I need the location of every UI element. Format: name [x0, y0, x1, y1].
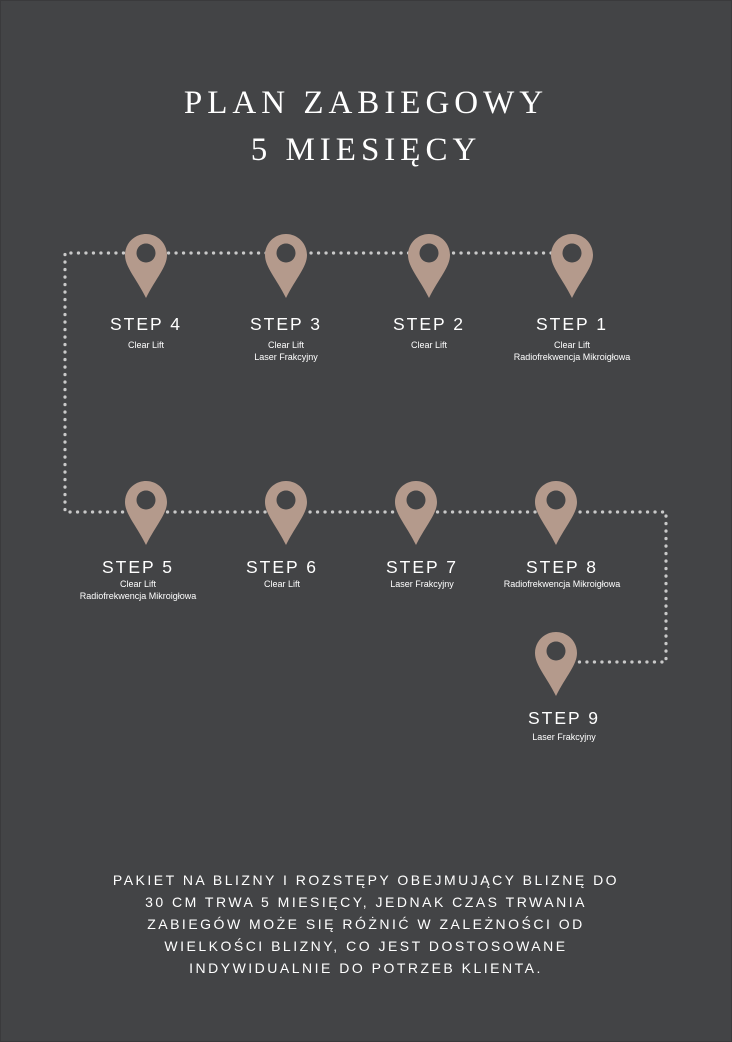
footer-line: WIELKOŚCI BLIZNY, CO JEST DOSTOSOWANE [164, 938, 568, 954]
map-pin-icon [265, 234, 307, 298]
treatment-item: Radiofrekwencja Mikroigłowa [79, 591, 197, 601]
map-pin-icon [265, 481, 307, 545]
footer-line: PAKIET NA BLIZNY I ROZSTĘPY OBEJMUJĄCY B… [112, 872, 620, 888]
footer-line: INDYWIDUALNIE DO POTRZEB KLIENTA. [189, 960, 543, 976]
treatment-item: Laser Frakcyjny [532, 732, 596, 742]
page-title-line-1: PLAN ZABIEGOWY [183, 85, 549, 121]
map-pin-icon [395, 481, 437, 545]
map-pin-icon [408, 234, 450, 298]
page-title-line-2: 5 MIESIĘCY [250, 132, 482, 168]
step-treatments: Clear Lift [334, 339, 524, 351]
step-label: STEP 9 [528, 708, 600, 728]
treatment-item: Clear Lift [127, 340, 164, 350]
map-pin-icon [125, 234, 167, 298]
map-pin-icon [535, 481, 577, 545]
step-treatments: Clear Lift [51, 339, 241, 351]
step-label: STEP 6 [246, 557, 318, 577]
step-label: STEP 1 [536, 314, 608, 334]
treatment-item: Clear Lift [267, 340, 304, 350]
treatment-item: Laser Frakcyjny [390, 579, 454, 589]
footer-line: 30 CM TRWA 5 MIESIĘCY, JEDNAK CZAS TRWAN… [145, 894, 587, 910]
step-label: STEP 8 [526, 557, 598, 577]
footer-description: PAKIET NA BLIZNY I ROZSTĘPY OBEJMUJĄCY B… [61, 869, 671, 979]
step-label: STEP 3 [250, 314, 322, 334]
step-treatments: Laser Frakcyjny [469, 731, 659, 743]
step-label: STEP 7 [386, 557, 458, 577]
map-pin-icon [535, 632, 577, 696]
step-treatments: Laser Frakcyjny [327, 578, 517, 590]
treatment-item: Radiofrekwencja Mikroigłowa [513, 352, 631, 362]
treatment-item: Radiofrekwencja Mikroigłowa [503, 579, 621, 589]
step-treatments: Clear Lift [187, 578, 377, 590]
treatment-item: Laser Frakcyjny [254, 352, 318, 362]
step-treatments: Radiofrekwencja Mikroigłowa [467, 578, 657, 590]
step-label: STEP 4 [110, 314, 182, 334]
step-label: STEP 5 [102, 557, 174, 577]
route-line [63, 251, 668, 664]
map-pin-icon [125, 481, 167, 545]
map-pin-icon [551, 234, 593, 298]
footer-line: ZABIEGÓW MOŻE SIĘ RÓŻNIĆ W ZALEŻNOŚCI OD [147, 916, 585, 932]
treatment-item: Clear Lift [410, 340, 447, 350]
treatment-item: Clear Lift [119, 579, 156, 589]
treatment-item: Clear Lift [263, 579, 300, 589]
treatment-item: Clear Lift [553, 340, 590, 350]
step-label: STEP 2 [393, 314, 465, 334]
